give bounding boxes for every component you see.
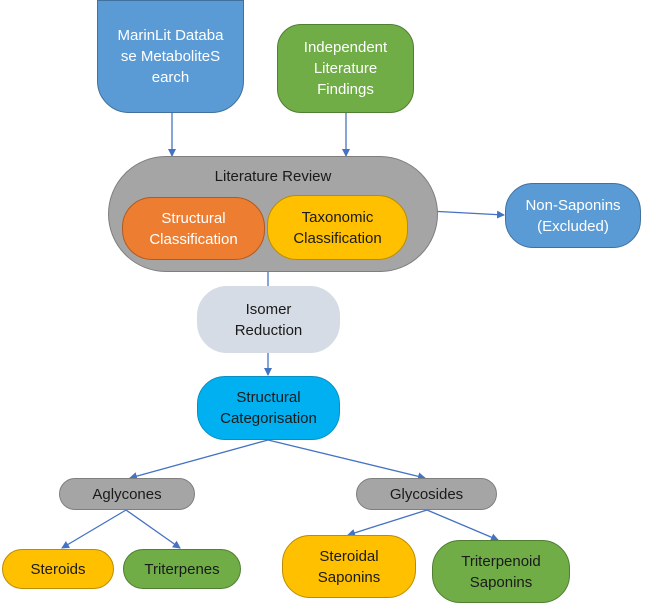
steroidal-saponins-node: Steroidal Saponins	[282, 535, 416, 598]
independent-literature-label: Independent Literature Findings	[303, 39, 388, 98]
edge-categorisation-to-glycosides	[267, 439, 426, 481]
structural-classification-node: Structural Classification	[122, 197, 265, 260]
edge-glycosides-to-steroidal	[347, 509, 428, 537]
marinlit-label: MarinLit Database MetaboliteS earch	[117, 27, 224, 86]
aglycones-label: Aglycones	[92, 485, 162, 503]
steroids-node: Steroids	[2, 549, 114, 589]
structural-classification-label: Structural Classification	[149, 209, 238, 248]
edge-aglycones-to-steroids	[61, 509, 127, 549]
structural-categorisation-node: Structural Categorisation	[197, 376, 340, 440]
isomer-reduction-node: Isomer Reduction	[197, 286, 340, 353]
marinlit-node: MarinLit Database MetaboliteS earch	[97, 0, 244, 113]
triterpenes-node: Triterpenes	[123, 549, 241, 589]
steroids-label: Steroids	[30, 560, 86, 578]
edge-glycosides-to-triterpenoid	[426, 509, 499, 541]
non-saponins-label: Non-Saponins (Excluded)	[525, 196, 621, 235]
literature-review-title: Literature Review	[214, 168, 332, 185]
isomer-reduction-label: Isomer Reduction	[234, 300, 303, 339]
structural-categorisation-label: Structural Categorisation	[220, 389, 317, 427]
glycosides-label: Glycosides	[389, 485, 464, 503]
taxonomic-classification-node: Taxonomic Classification	[267, 195, 408, 260]
steroidal-saponins-label: Steroidal Saponins	[317, 547, 381, 586]
edge-categorisation-to-aglycones	[129, 439, 269, 480]
independent-literature-node: Independent Literature Findings	[277, 24, 414, 113]
edge-aglycones-to-triterpenes	[125, 509, 181, 549]
triterpenes-label: Triterpenes	[144, 560, 220, 578]
non-saponins-node: Non-Saponins (Excluded)	[505, 183, 641, 248]
taxonomic-classification-label: Taxonomic Classification	[293, 208, 382, 247]
triterpenoid-saponins-node: Triterpenoid Saponins	[432, 540, 570, 603]
triterpenoid-saponins-label: Triterpenoid Saponins	[461, 552, 541, 591]
glycosides-node: Glycosides	[356, 478, 497, 510]
aglycones-node: Aglycones	[59, 478, 195, 510]
